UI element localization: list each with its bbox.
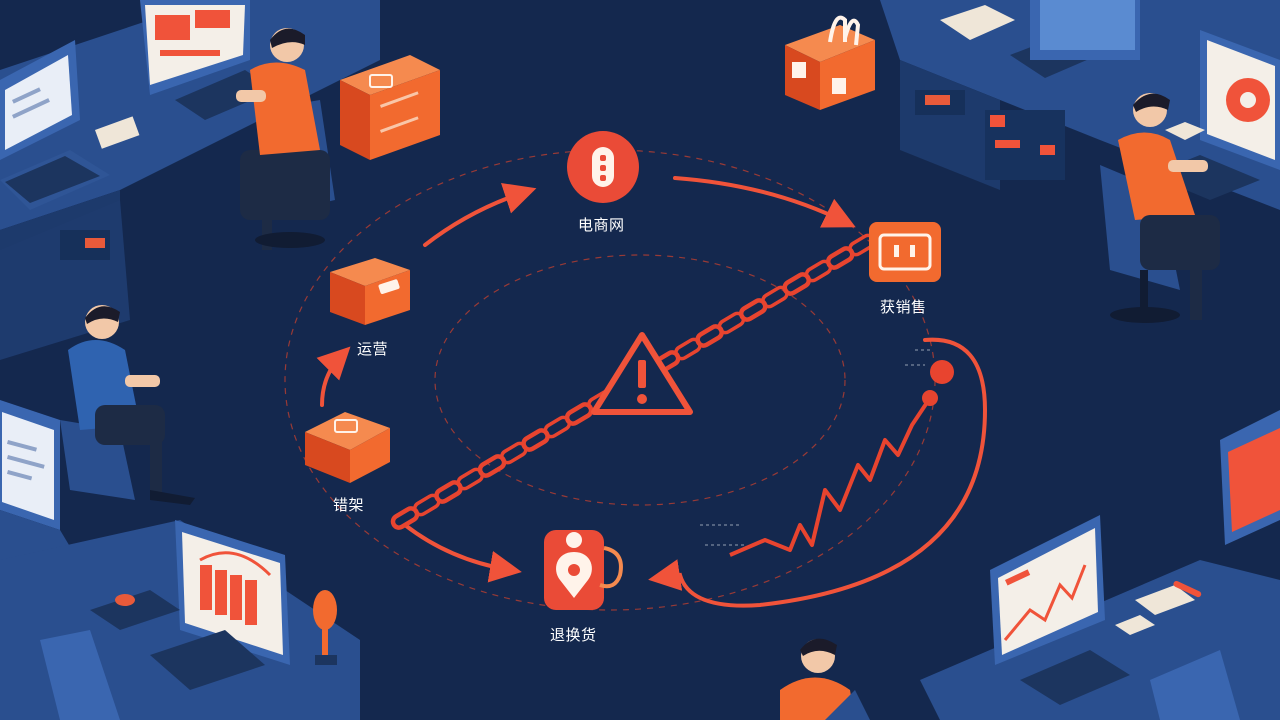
shopping-bag-icon (785, 15, 875, 110)
stacked-boxes-top (340, 55, 440, 160)
flow-arrows (316, 176, 988, 608)
person-left-middle (60, 305, 195, 505)
operations-box-icon (330, 258, 410, 325)
sales-label: 获销售 (880, 298, 927, 316)
location-pin-icon (544, 530, 623, 610)
arrow-listing-to-operations (316, 346, 351, 407)
workstation-bottom-right (920, 410, 1280, 720)
rising-line-chart-icon (700, 349, 954, 557)
warning-icon (591, 332, 693, 415)
returns-label: 退换货 (550, 626, 597, 644)
arrow-listing-to-returns (403, 523, 522, 583)
workstation-bottom-left (0, 520, 360, 720)
workstation-top-right (880, 0, 1280, 210)
listing-label: 错架 (333, 496, 365, 514)
arrow-ecommerce-to-sales (673, 176, 856, 228)
arrow-operations-to-ecommerce (423, 183, 537, 247)
power-outlet-icon (869, 222, 941, 282)
desk-lamp (313, 590, 337, 665)
person-bottom-center (780, 638, 870, 720)
ecommerce-label: 电商网 (578, 216, 625, 234)
person-top-right (1100, 93, 1220, 323)
ecommerce-node-icon (567, 131, 639, 203)
person-top-left (236, 28, 335, 250)
listing-box-icon (305, 412, 390, 483)
arrow-sales-to-returns (648, 337, 988, 608)
operations-label: 运营 (357, 340, 389, 358)
